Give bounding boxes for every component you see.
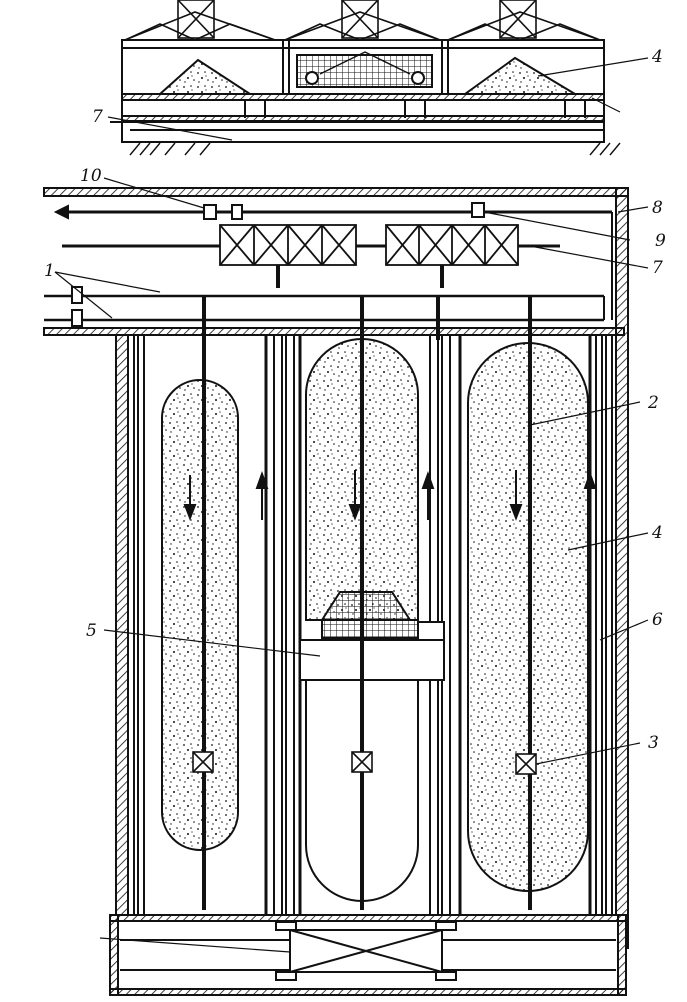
central-conveyor — [296, 54, 433, 88]
material-pile-right — [461, 56, 579, 95]
label-2: 2 — [647, 393, 659, 413]
roof-trusses — [124, 0, 601, 41]
upper-floor-slab — [121, 93, 605, 101]
device-10a — [203, 204, 217, 220]
label-1: 1 — [44, 261, 55, 281]
cell-wall-c — [595, 334, 603, 916]
material-pile-left — [157, 58, 254, 95]
label-4-top: 4 — [651, 47, 663, 67]
gallery-roof-slab — [43, 187, 629, 197]
label-10: 10 — [80, 166, 102, 186]
material-body-left — [161, 379, 239, 851]
device-1b — [71, 309, 83, 327]
trolley-left — [219, 224, 357, 266]
label-7-main: 7 — [652, 258, 663, 278]
upper-building-frame — [121, 39, 605, 143]
bridge-block — [299, 639, 445, 681]
label-4-main: 4 — [651, 523, 663, 543]
trolley-right — [385, 224, 519, 266]
label-8: 8 — [652, 198, 663, 218]
device-9 — [471, 202, 485, 218]
hoist-right — [515, 753, 537, 775]
label-3: 3 — [648, 733, 659, 753]
label-5: 5 — [86, 621, 97, 641]
label-9: 9 — [655, 231, 666, 251]
device-1a — [71, 286, 83, 304]
top-elevation — [110, 0, 621, 156]
flow-arrows — [183, 470, 597, 521]
device-10b — [231, 204, 243, 220]
outer-wall-left — [115, 334, 129, 948]
cell-wall-a — [273, 334, 283, 916]
hoist-left — [192, 751, 214, 773]
main-silo-section — [43, 187, 629, 996]
gallery-floor-slab — [43, 327, 625, 336]
outer-wall-right — [615, 187, 629, 949]
label-6: 6 — [652, 610, 663, 630]
hoist-center — [351, 751, 373, 773]
leader-lines — [54, 177, 649, 765]
ground-hatching — [129, 142, 621, 156]
label-7-top: 7 — [92, 107, 103, 127]
